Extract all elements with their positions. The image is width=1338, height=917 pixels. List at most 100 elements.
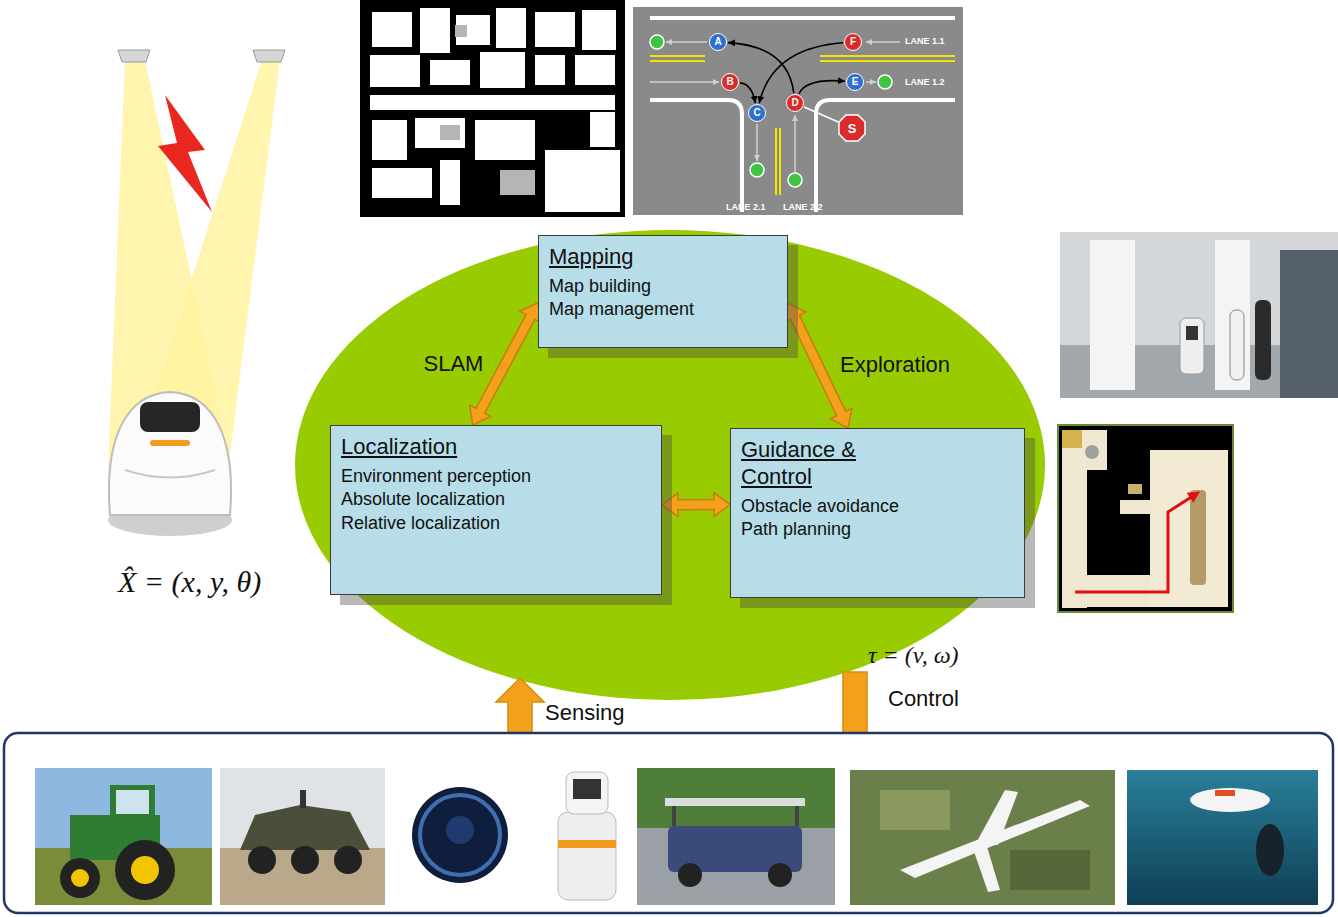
occupancy-map xyxy=(535,55,565,85)
intersection-scheme xyxy=(866,81,876,83)
occupancy-map xyxy=(440,160,460,205)
intersection-scheme xyxy=(878,75,892,89)
marker-letter: F xyxy=(850,37,856,47)
robot-platforms xyxy=(665,798,805,806)
maneuver-arrow xyxy=(799,81,845,94)
robot-platforms xyxy=(420,795,500,875)
occupancy-map xyxy=(496,8,526,48)
occupancy-map xyxy=(360,0,625,217)
robot-platforms xyxy=(880,790,950,830)
vehicle-marker: C xyxy=(748,104,766,122)
robot-platforms xyxy=(4,733,1333,913)
service-robot-photo xyxy=(1230,310,1244,380)
occupancy-map xyxy=(370,8,620,212)
occupancy-map xyxy=(575,55,615,85)
vehicle-marker: B xyxy=(721,73,739,91)
robot-localization-illustration xyxy=(118,50,150,62)
robot-platforms xyxy=(300,790,306,808)
robot-platforms xyxy=(768,863,792,887)
robot-platforms xyxy=(1215,790,1235,796)
service-robot-photo xyxy=(1186,326,1198,340)
robot-platforms xyxy=(4,733,1333,913)
occupancy-map xyxy=(500,170,535,195)
occupancy-map xyxy=(430,60,470,85)
occupancy-map xyxy=(372,12,412,47)
robot-localization-illustration xyxy=(125,470,215,478)
robot-platforms xyxy=(975,790,1018,845)
occupancy-map xyxy=(420,8,450,53)
path-planning-map xyxy=(1150,450,1228,607)
occupancy-map xyxy=(360,0,625,217)
box-heading: Mapping xyxy=(549,244,633,271)
occupancy-map xyxy=(456,15,490,45)
path-planning-map xyxy=(1062,430,1082,448)
robot-platforms xyxy=(334,846,362,874)
vehicle-marker: E xyxy=(846,73,864,91)
marker-letter: C xyxy=(753,108,760,118)
intersection-scheme xyxy=(866,41,900,43)
intersection-scheme xyxy=(633,7,963,215)
robot-platforms xyxy=(116,790,149,814)
stop-sign: S xyxy=(838,114,866,142)
stop-octagon xyxy=(839,115,865,141)
intersection-scheme xyxy=(775,128,777,195)
occupancy-map xyxy=(372,168,432,198)
occupancy-map xyxy=(545,150,620,212)
intersection-scheme xyxy=(788,173,802,187)
path-planning-map xyxy=(1062,430,1107,470)
intersection-scheme xyxy=(650,56,955,195)
robot-platforms xyxy=(1127,770,1318,905)
path-planning-map xyxy=(1075,494,1196,592)
intersection-scheme xyxy=(820,60,955,62)
box-item: Map building xyxy=(549,275,651,298)
marker-letter: S xyxy=(848,122,857,135)
intersection-scheme xyxy=(650,81,719,83)
box-item: Environment perception xyxy=(341,465,531,488)
robot-platforms xyxy=(446,816,474,844)
occupancy-map xyxy=(475,120,535,160)
intersection-scheme xyxy=(650,60,705,62)
service-robot-photo xyxy=(1060,232,1338,398)
path-planning-map xyxy=(1120,500,1152,514)
occupancy-map xyxy=(370,95,615,110)
occupancy-map xyxy=(370,55,420,87)
intersection-scheme xyxy=(794,115,796,172)
marker-letter: B xyxy=(726,77,733,87)
intersection-scheme xyxy=(650,100,742,212)
double-arrow xyxy=(662,493,730,517)
intersection-scheme xyxy=(666,41,707,43)
service-robot-photo xyxy=(1280,250,1338,398)
path-planning-map xyxy=(1128,484,1142,494)
path-planning-map xyxy=(1058,425,1233,612)
robot-platforms xyxy=(637,768,835,828)
maneuver-arrow xyxy=(759,43,843,104)
robot-localization-illustration xyxy=(140,402,200,432)
occupancy-map xyxy=(440,125,460,140)
maneuver-arrow xyxy=(740,83,755,103)
edge-label: Exploration xyxy=(840,352,950,378)
box-heading: Guidance & Control xyxy=(741,437,891,491)
occupancy-map xyxy=(535,12,575,47)
robot-platforms xyxy=(573,779,601,799)
control-formula: τ = (v, ω) xyxy=(868,642,959,669)
robot-localization-illustration xyxy=(150,440,190,446)
path-planning-map xyxy=(1190,490,1206,585)
box-item: Path planning xyxy=(741,518,851,541)
robot-platforms xyxy=(248,846,276,874)
occupancy-map xyxy=(582,10,616,50)
robot-platforms xyxy=(672,806,676,826)
occupancy-map xyxy=(415,118,465,148)
robot-platforms xyxy=(110,785,155,825)
vehicle-marker: A xyxy=(709,33,727,51)
robot-platforms xyxy=(60,858,100,898)
box-item: Absolute localization xyxy=(341,488,505,511)
lane-label: LANE 1.2 xyxy=(905,77,945,87)
robot-platforms xyxy=(678,863,702,887)
box-item: Relative localization xyxy=(341,512,500,535)
robot-platforms xyxy=(240,805,370,850)
edge-label: SLAM xyxy=(424,351,484,377)
robot-platforms xyxy=(795,806,799,826)
intersection-scheme xyxy=(650,16,955,20)
